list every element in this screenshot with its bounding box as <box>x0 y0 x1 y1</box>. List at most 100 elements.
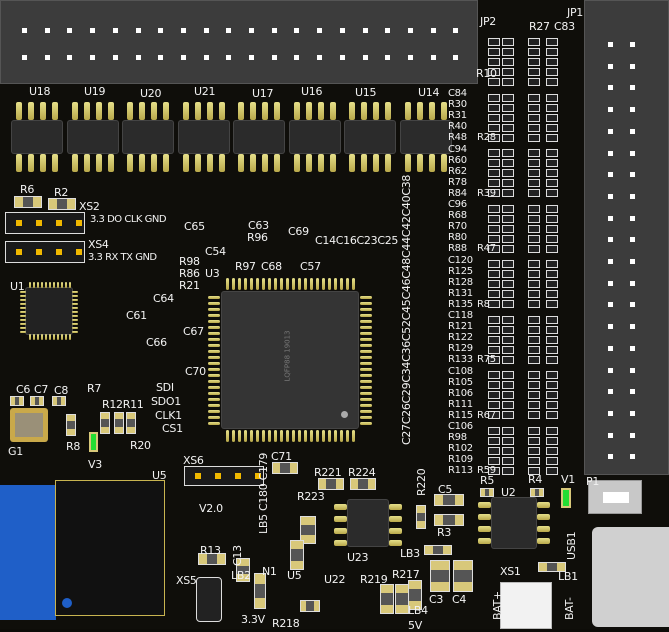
xs5-jumper[interactable] <box>196 577 222 622</box>
header-pin <box>608 107 613 113</box>
smd-component <box>528 214 540 223</box>
chip-pin <box>218 154 225 172</box>
smd-component <box>528 345 540 354</box>
qfp-pin <box>208 380 220 383</box>
silkscreen-label: R59 <box>477 465 496 476</box>
silkscreen-label-jp1: JP1 <box>567 6 583 19</box>
qfp-pin <box>61 334 63 340</box>
smd-component <box>546 58 558 66</box>
silkscreen-label-u5b: U5 <box>287 569 302 582</box>
chip-pin <box>206 154 213 172</box>
smd-component <box>502 466 514 475</box>
xs4-header[interactable] <box>5 241 85 263</box>
silkscreen-label: R48 <box>448 132 467 143</box>
qfp-pin <box>244 278 247 290</box>
smd-component <box>546 446 558 455</box>
chip-pin <box>127 102 133 120</box>
header-pin <box>44 28 50 33</box>
chip-pin <box>83 154 90 172</box>
silkscreen-label: R131 <box>448 287 473 299</box>
soic-chip <box>289 121 340 153</box>
qfp-pin <box>328 430 331 442</box>
smd-component <box>502 189 514 197</box>
qfp-pin <box>346 430 349 442</box>
silkscreen-label: R30 <box>448 99 467 110</box>
soic-chip <box>234 121 284 153</box>
silkscreen-label: C84 <box>448 88 467 99</box>
chip-pin <box>95 102 102 120</box>
smd-component <box>488 204 500 213</box>
header-pin <box>630 389 635 395</box>
smd-component <box>48 198 76 210</box>
qfp-pin <box>208 338 220 341</box>
pin1-dot <box>341 411 348 418</box>
smd-component <box>488 315 500 324</box>
silkscreen-label: R60 <box>448 154 467 166</box>
smd-component <box>488 78 500 86</box>
xs2-header[interactable] <box>5 212 85 234</box>
smd-component <box>530 488 544 497</box>
smd-component <box>502 169 514 177</box>
silkscreen-label-xs4: XS4 <box>88 238 109 251</box>
smd-component <box>416 505 426 529</box>
qfp-pin <box>304 430 307 442</box>
qfp-pin <box>72 327 78 329</box>
silkscreen-label-u19: U19 <box>84 85 106 98</box>
chip-pin <box>182 154 189 172</box>
smd-component <box>488 280 500 288</box>
header-pin <box>44 55 50 60</box>
chip-pin <box>52 154 58 172</box>
smd-component <box>502 159 514 167</box>
qfp-pin <box>57 334 59 340</box>
qfp-pin <box>256 430 259 442</box>
usb1-connector[interactable] <box>592 527 669 627</box>
header-pin <box>608 280 613 286</box>
silkscreen-label-c65: C65 <box>184 220 205 233</box>
header-pin <box>362 55 368 60</box>
silkscreen-label-c7: C7 <box>34 383 49 396</box>
silkscreen-label-c8: C8 <box>54 384 69 397</box>
qfp-pin <box>328 278 331 290</box>
smd-component <box>488 436 500 445</box>
qfp-pin <box>304 278 307 290</box>
smd-component <box>546 149 558 157</box>
chip-pin <box>238 154 244 172</box>
silkscreen-label-jp2: JP2 <box>480 15 496 28</box>
header-pin <box>112 28 118 33</box>
qfp-pin <box>208 314 220 317</box>
xs1-battery-connector[interactable] <box>500 582 552 629</box>
silkscreen-label-c66: C66 <box>146 336 167 349</box>
chip-pin <box>389 540 402 546</box>
header-pin <box>608 410 613 416</box>
smd-component <box>434 514 464 526</box>
silkscreen-label-r4: R4 <box>528 473 543 486</box>
silkscreen-label: R47 <box>477 243 496 254</box>
smd-component <box>528 401 540 409</box>
silkscreen-label-sdo1: SDO1 <box>151 395 181 408</box>
silkscreen-label-xs4pins: 3.3 RX TX GND <box>88 252 157 263</box>
qfp-pin <box>262 430 265 442</box>
silkscreen-label-r7: R7 <box>87 382 102 395</box>
silkscreen-label: R133 <box>448 354 473 365</box>
smd-component <box>488 113 500 122</box>
p1-button[interactable] <box>588 480 642 514</box>
silkscreen-label: R80 <box>448 232 467 243</box>
smd-component <box>290 540 304 570</box>
smd-component <box>546 68 558 76</box>
qfp-pin <box>208 422 220 425</box>
chip-pin <box>440 154 447 172</box>
silkscreen-label-c27: C27C26C29C34C36C52C45C46C48C44C42C40C38 <box>400 174 413 445</box>
smd-component <box>502 214 514 223</box>
smd-component <box>502 456 514 465</box>
smd-component <box>488 466 500 475</box>
header-pin <box>453 28 459 33</box>
chip-pin <box>317 154 324 172</box>
qfp-pin <box>53 282 55 288</box>
xs6-header[interactable] <box>184 466 264 486</box>
qfp-pin <box>208 362 220 365</box>
smd-component <box>488 48 500 56</box>
chip-pin <box>71 154 78 172</box>
silkscreen-label-r21: R21 <box>179 279 200 292</box>
qfp-pin <box>292 278 295 290</box>
smd-component <box>546 391 558 399</box>
